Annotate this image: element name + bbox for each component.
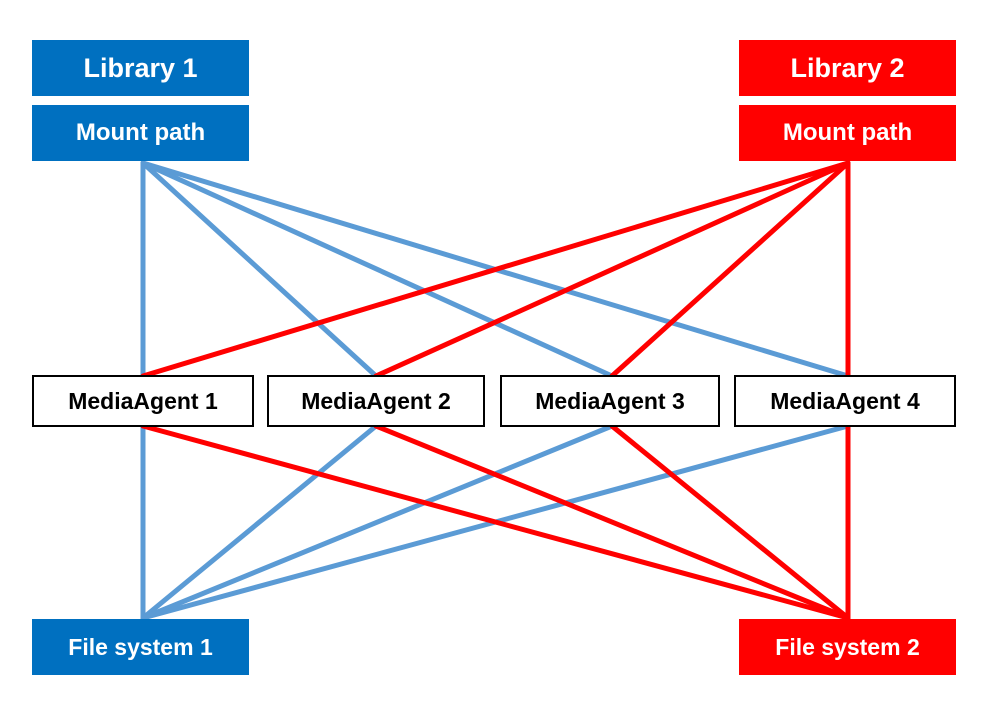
line-mount-path-2-to-media-agent-3 — [609, 160, 851, 379]
library-1-box: Library 1 — [32, 40, 249, 96]
library-1-label: Library 1 — [83, 52, 198, 83]
file-system-1-label: File system 1 — [68, 633, 213, 660]
mount-path-1-label: Mount path — [75, 119, 206, 146]
line-media-agent-2-to-file-system-2 — [373, 423, 851, 621]
mount-path-2-box: Mount path — [739, 105, 956, 161]
library-2-label: Library 2 — [790, 52, 905, 83]
media-agent-1-label: MediaAgent 1 — [68, 387, 218, 414]
library-2-box: Library 2 — [739, 40, 956, 96]
file-system-1-box: File system 1 — [32, 619, 249, 675]
media-agent-3-box: MediaAgent 3 — [500, 375, 720, 427]
file-system-2-box: File system 2 — [739, 619, 956, 675]
media-agent-4-box: MediaAgent 4 — [734, 375, 956, 427]
line-media-agent-1-to-file-system-2 — [140, 423, 851, 621]
line-mount-path-2-to-media-agent-2 — [373, 160, 851, 379]
media-agent-1-box: MediaAgent 1 — [32, 375, 254, 427]
mount-path-1-box: Mount path — [32, 105, 249, 161]
mount-path-2-label: Mount path — [782, 119, 913, 146]
line-mount-path-1-to-media-agent-2 — [140, 160, 379, 379]
line-media-agent-2-to-file-system-1 — [140, 423, 379, 621]
line-media-agent-3-to-file-system-2 — [609, 423, 851, 621]
media-agent-2-label: MediaAgent 2 — [301, 387, 451, 414]
media-agent-2-box: MediaAgent 2 — [267, 375, 485, 427]
media-agent-3-label: MediaAgent 3 — [535, 387, 685, 414]
file-system-2-label: File system 2 — [775, 633, 920, 660]
media-agent-4-label: MediaAgent 4 — [770, 387, 920, 414]
library-2-connections — [140, 160, 851, 621]
line-media-agent-3-to-file-system-1 — [140, 423, 615, 621]
line-mount-path-2-to-media-agent-1 — [140, 160, 851, 379]
line-mount-path-1-to-media-agent-3 — [140, 160, 615, 379]
